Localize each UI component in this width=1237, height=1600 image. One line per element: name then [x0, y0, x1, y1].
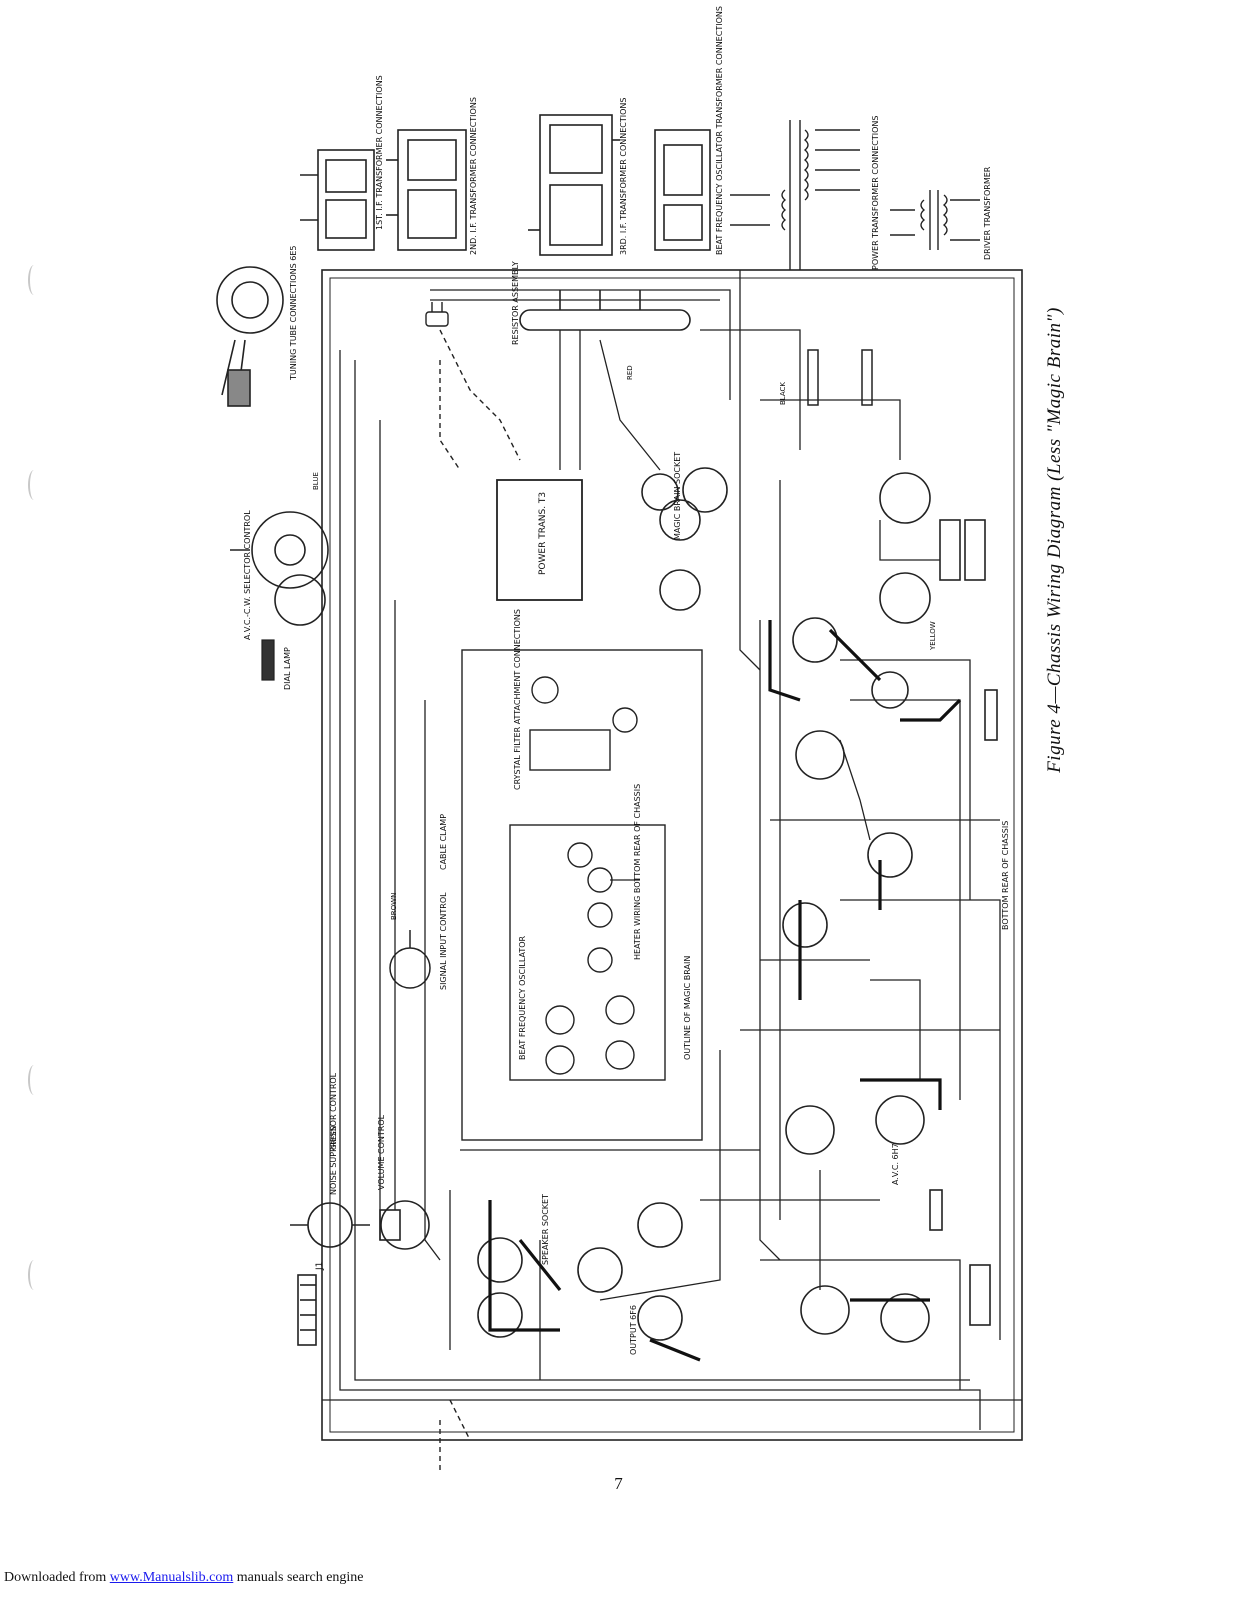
power-transformer-connections — [730, 120, 860, 270]
power-plug — [425, 302, 449, 327]
dial-lamp — [261, 639, 275, 681]
binder-hole-mark — [28, 265, 40, 295]
crystal-filter-area — [461, 649, 703, 1141]
dial-lamp-label: DIAL LAMP — [283, 647, 292, 690]
output-tube-label: OUTPUT 6F6 — [629, 1305, 638, 1355]
avc-tube-label: A.V.C. 6H7 — [891, 1143, 900, 1185]
wire-color-black: BLACK — [779, 382, 787, 405]
footer-prefix: Downloaded from — [4, 1570, 107, 1585]
outline-magic-brain-label: OUTLINE OF MAGIC BRAIN — [683, 956, 692, 1060]
resistor-assembly — [519, 290, 691, 331]
speaker-socket-label: SPEAKER SOCKET — [541, 1194, 550, 1265]
signal-input-control — [389, 930, 431, 989]
fuse-holders — [807, 349, 873, 406]
binder-hole-mark — [28, 470, 40, 500]
noise-suppressor-label: NOISE SUPPRESSOR CONTROL — [329, 1072, 338, 1195]
tuning-tube-connections — [216, 266, 284, 407]
power-trans-label: POWER TRANS. T3 — [538, 492, 548, 575]
footer-suffix: manuals search engine — [236, 1570, 364, 1585]
wire-color-green: GREEN — [330, 1126, 338, 1150]
bottom-rear-label: BOTTOM REAR OF CHASSIS — [1001, 821, 1010, 930]
tube-sockets — [477, 467, 931, 1343]
crystal-filter-label: CRYSTAL FILTER ATTACHMENT CONNECTIONS — [513, 609, 522, 790]
heater-wiring-label: HEATER WIRING BOTTOM REAR OF CHASSIS — [633, 784, 642, 960]
resistor-assembly-label: RESISTOR ASSEMBLY — [511, 261, 520, 345]
magic-brain-socket-label: MAGIC BRAIN SOCKET — [673, 452, 682, 540]
power-transformer-block — [496, 479, 583, 601]
wire-color-red: RED — [626, 365, 634, 380]
page-number: 7 — [614, 1474, 623, 1493]
power-cord — [439, 329, 521, 1470]
bfo-transformer-connections — [654, 129, 711, 251]
if2-label: 2ND. I.F. TRANSFORMER CONNECTIONS — [469, 97, 478, 255]
binder-hole-mark — [28, 1065, 40, 1095]
filter-capacitors — [929, 519, 998, 1326]
if1-transformer-connections — [300, 149, 375, 251]
selector-control-switch — [230, 511, 329, 626]
selector-control-label: A.V.C.-C.W. SELECTOR CONTROL — [243, 510, 252, 640]
binder-hole-mark — [28, 1260, 40, 1290]
chassis-outline — [321, 269, 1023, 1441]
download-footer: Downloaded from www.Manualslib.com manua… — [4, 1570, 364, 1586]
signal-input-label: SIGNAL INPUT CONTROL — [439, 892, 448, 990]
j1-jack — [297, 1274, 317, 1346]
cable-clamp-label: CABLE CLAMP — [439, 814, 448, 870]
magic-brain-tube-sockets — [545, 842, 635, 1075]
figure-caption: Figure 4—Chassis Wiring Diagram (Less "M… — [1044, 307, 1065, 773]
driver-transformer-label: DRIVER TRANSFORMER — [983, 166, 992, 260]
j1-label: J1 — [315, 1262, 325, 1271]
wire-color-blue: BLUE — [312, 472, 320, 490]
volume-control-label: VOLUME CONTROL — [377, 1114, 386, 1190]
power-transformer-label: POWER TRANSFORMER CONNECTIONS — [871, 116, 880, 270]
if3-label: 3RD. I.F. TRANSFORMER CONNECTIONS — [619, 98, 628, 255]
bfo-socket-label: BEAT FREQUENCY OSCILLATOR — [518, 935, 527, 1060]
manualslib-link[interactable]: www.Manualslib.com — [109, 1570, 234, 1585]
if2-transformer-connections — [386, 129, 467, 251]
volume-control — [379, 1200, 430, 1250]
tuning-tube-label: TUNING TUBE CONNECTIONS 6E5 — [289, 245, 298, 381]
shielded-leads — [488, 620, 962, 1362]
if1-label: 1ST. I.F. TRANSFORMER CONNECTIONS — [375, 75, 384, 230]
wire-color-yellow: YELLOW — [929, 621, 937, 651]
driver-transformer — [890, 190, 980, 250]
bfo-label: BEAT FREQUENCY OSCILLATOR TRANSFORMER CO… — [715, 6, 724, 255]
if3-transformer-connections — [528, 114, 620, 256]
wire-color-brown: BROWN — [390, 893, 398, 920]
